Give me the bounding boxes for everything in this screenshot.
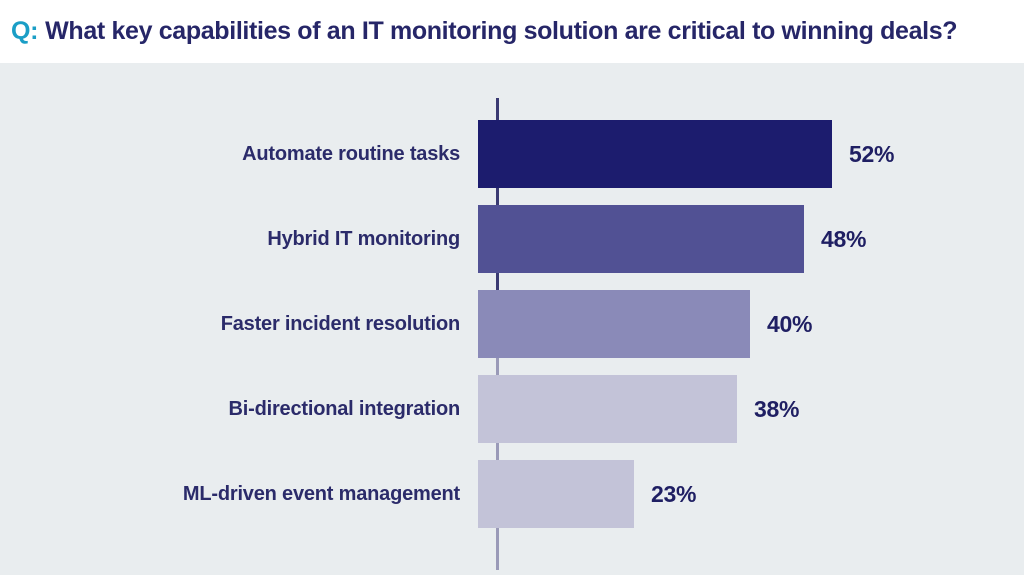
- bar-value-label: 38%: [754, 395, 800, 422]
- bar-category-label: Automate routine tasks: [242, 142, 460, 165]
- page-title: What key capabilities of an IT monitorin…: [45, 17, 958, 45]
- bar-segment[interactable]: [478, 375, 737, 443]
- bar-wrapper: 48%: [478, 205, 866, 273]
- bar-value-label: 52%: [849, 140, 895, 167]
- bar-category-label: ML-driven event management: [182, 482, 460, 505]
- bar-row: Hybrid IT monitoring 48%: [0, 205, 1024, 273]
- bar-row: Bi-directional integration 38%: [0, 375, 1024, 443]
- bar-chart: Automate routine tasks 52% Hybrid IT monit…: [0, 63, 1024, 575]
- bar-segment[interactable]: [478, 460, 634, 528]
- bar-row: Faster incident resolution 40%: [0, 290, 1024, 358]
- bar-wrapper: 40%: [478, 290, 812, 358]
- y-axis-line-upper: [496, 98, 499, 298]
- bar-row: Automate routine tasks 52%: [0, 120, 1024, 188]
- bar-rows: Automate routine tasks 52% Hybrid IT monit…: [0, 63, 1024, 575]
- bar-segment[interactable]: [478, 205, 804, 273]
- slide-header: Q: What key capabilities of an IT monito…: [0, 0, 1024, 63]
- bar-segment[interactable]: [478, 120, 832, 188]
- bar-value-label: 23%: [651, 480, 697, 507]
- bar-wrapper: 52%: [478, 120, 894, 188]
- bar-segment[interactable]: [478, 290, 750, 358]
- question-prefix: Q:: [11, 17, 39, 45]
- bar-row: ML-driven event management 23%: [0, 460, 1024, 528]
- bar-value-label: 48%: [821, 225, 867, 252]
- bar-wrapper: 38%: [478, 375, 799, 443]
- bar-value-label: 40%: [767, 310, 813, 337]
- bar-category-label: Bi-directional integration: [228, 397, 461, 420]
- bar-category-label: Faster incident resolution: [220, 312, 460, 335]
- bar-wrapper: 23%: [478, 460, 696, 528]
- bar-category-label: Hybrid IT monitoring: [267, 227, 460, 250]
